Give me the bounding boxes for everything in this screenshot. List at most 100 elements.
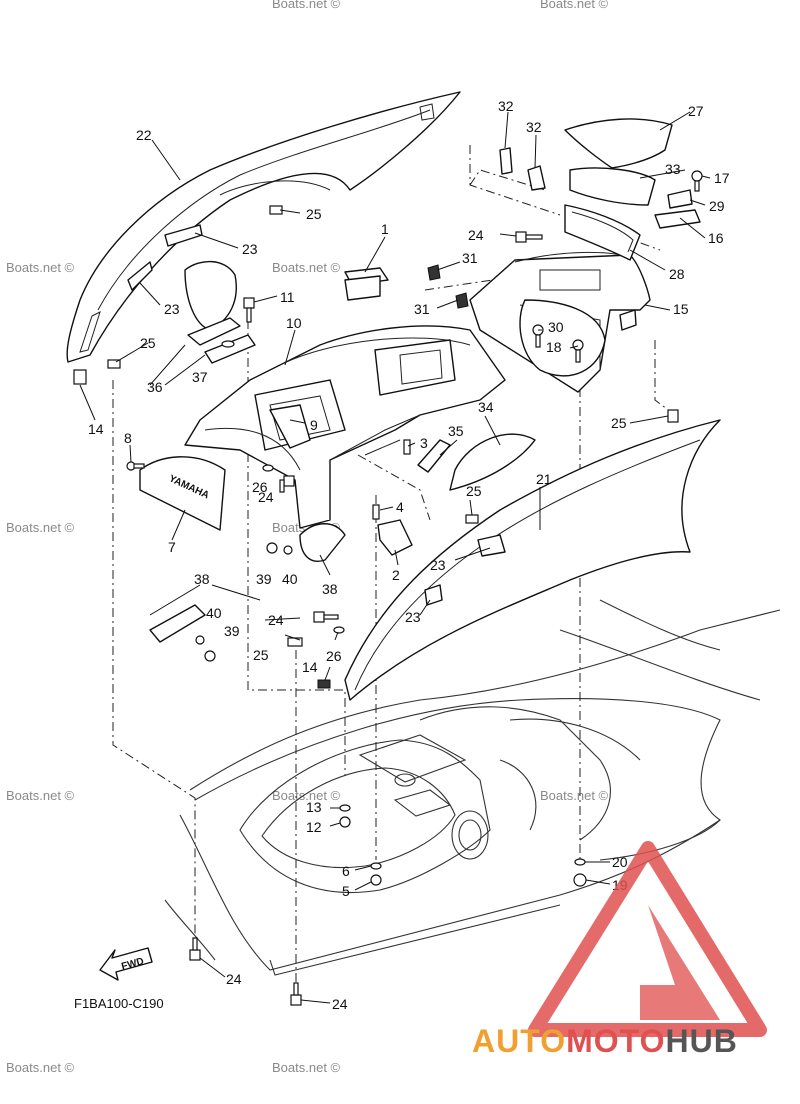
diagram-code: F1BA100-C190 xyxy=(74,996,164,1011)
leader-lines xyxy=(79,111,711,1004)
watermark: Boats.net © xyxy=(6,520,75,535)
hardware xyxy=(73,147,703,1006)
callout: 4 xyxy=(396,499,404,515)
part-31-clip xyxy=(427,264,441,281)
part-15-rear-box xyxy=(469,251,651,393)
callout: 25 xyxy=(253,647,269,663)
callout: 16 xyxy=(708,230,724,246)
part-39-nut xyxy=(204,650,216,662)
part-22-side-cover xyxy=(66,91,461,363)
callout: 27 xyxy=(688,103,704,119)
watermark: Boats.net © xyxy=(272,788,341,803)
callout: 25 xyxy=(611,415,627,431)
hull-deck xyxy=(164,599,781,976)
part-20-washer xyxy=(574,858,586,866)
callout: 5 xyxy=(342,883,350,899)
part-32-spring xyxy=(527,165,546,191)
callout: 12 xyxy=(306,819,322,835)
callout: 8 xyxy=(124,430,132,446)
part-24-bolt xyxy=(515,231,543,243)
callout: 37 xyxy=(192,369,208,385)
part-25-clip xyxy=(287,637,303,647)
watermark: Boats.net © xyxy=(6,260,75,275)
part-24-bolt xyxy=(189,937,201,961)
callout: 28 xyxy=(669,266,685,282)
part-24-bolt xyxy=(290,982,302,1006)
part-28-lid-frame xyxy=(564,204,641,261)
part-5-nut xyxy=(370,874,382,886)
part-24-bolt xyxy=(279,475,295,493)
part-40-washer xyxy=(195,635,205,645)
callout: 7 xyxy=(168,539,176,555)
callout: 6 xyxy=(342,863,350,879)
callout: 38 xyxy=(194,571,210,587)
callout: 24 xyxy=(332,996,348,1012)
part-27-lid xyxy=(564,118,673,169)
part-17-bolt xyxy=(691,170,703,192)
part-2-bracket xyxy=(377,519,413,556)
part-39-nut xyxy=(266,542,278,554)
callout: 23 xyxy=(164,301,180,317)
watermark: Boats.net © xyxy=(272,0,341,11)
part-12-nut xyxy=(339,816,351,828)
part-38-plates xyxy=(149,523,346,643)
callout: 18 xyxy=(546,339,562,355)
part-8-screw xyxy=(126,461,145,471)
part-31-clip xyxy=(455,292,469,309)
part-34-lens xyxy=(417,433,536,491)
part-26-washer xyxy=(262,464,274,472)
callout: 35 xyxy=(448,423,464,439)
part-40-washer xyxy=(283,545,293,555)
part-16-29-latch xyxy=(654,189,701,229)
part-26-washer xyxy=(333,626,345,634)
callout: 9 xyxy=(310,417,318,433)
callouts: 1 2 3 4 5 6 7 8 9 10 11 12 13 14 14 15 1… xyxy=(88,98,730,1012)
watermark: Boats.net © xyxy=(540,0,609,11)
part-19-nut xyxy=(573,873,587,887)
part-3-screw xyxy=(403,439,411,455)
callout: 30 xyxy=(548,319,564,335)
part-33-pad xyxy=(569,167,656,206)
watermarks: Boats.net © Boats.net © Boats.net © Boat… xyxy=(6,0,609,1075)
callout: 10 xyxy=(286,315,302,331)
callout: 25 xyxy=(140,335,156,351)
part-18-bolt xyxy=(572,339,584,363)
part-1-block xyxy=(344,267,389,301)
callout: 39 xyxy=(224,623,240,639)
watermark: Boats.net © xyxy=(6,788,75,803)
callout: 3 xyxy=(420,435,428,451)
callout: 2 xyxy=(392,567,400,583)
part-9-insert xyxy=(269,404,311,449)
callout: 32 xyxy=(526,119,542,135)
watermark: Boats.net © xyxy=(272,1060,341,1075)
part-7-emblem-plate: YAMAHA xyxy=(139,456,226,531)
part-13-washer xyxy=(339,804,351,812)
callout: 14 xyxy=(88,421,104,437)
callout: 21 xyxy=(536,471,552,487)
watermark: Boats.net © xyxy=(272,260,341,275)
part-25-clip xyxy=(107,359,121,369)
callout: 17 xyxy=(714,170,730,186)
part-24-bolt xyxy=(313,611,339,623)
callout: 24 xyxy=(258,489,274,505)
part-14-cap xyxy=(73,369,87,385)
watermark: Boats.net © xyxy=(540,788,609,803)
callout: 31 xyxy=(414,301,430,317)
callout: 40 xyxy=(282,571,298,587)
callout: 22 xyxy=(136,127,152,143)
callout: 23 xyxy=(430,557,446,573)
callout: 25 xyxy=(306,206,322,222)
callout: 14 xyxy=(302,659,318,675)
fwd-arrow: FWD xyxy=(99,947,153,981)
callout: 40 xyxy=(206,605,222,621)
callout: 34 xyxy=(478,399,494,415)
watermark: Boats.net © xyxy=(6,1060,75,1075)
callout: 25 xyxy=(466,483,482,499)
callout: 23 xyxy=(405,609,421,625)
callout: 26 xyxy=(252,479,268,495)
callout: 36 xyxy=(147,379,163,395)
callout: 11 xyxy=(280,289,295,305)
callout: 24 xyxy=(468,227,484,243)
part-36-bracket xyxy=(184,260,256,364)
part-14-cap xyxy=(317,679,331,689)
